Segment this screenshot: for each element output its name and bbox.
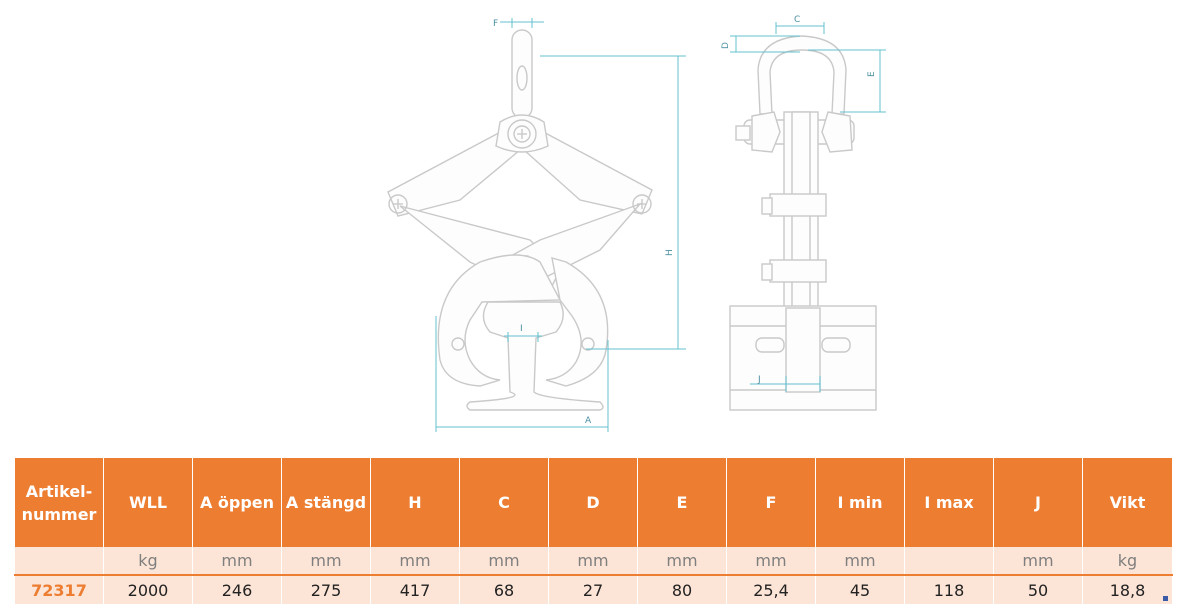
value-i-min: 45 [815,574,905,604]
dim-label-f: F [493,19,498,29]
value-artikelnummer: 72317 [14,574,104,604]
value-e: 80 [637,574,727,604]
unit-cell: mm [281,547,371,575]
header-f: F [726,458,816,547]
clamp-front-view [387,29,653,411]
header-e: E [637,458,727,547]
header-j: J [993,458,1083,547]
table-units-row: kg mm mm mm mm mm mm mm mm mm kg [14,547,1173,575]
dim-label-d: D [721,42,731,49]
unit-cell: kg [1082,547,1173,575]
dim-label-c: C [794,15,800,25]
value-wll: 2000 [103,574,193,604]
unit-cell: mm [548,547,638,575]
header-h: H [370,458,460,547]
value-a-oppen: 246 [192,574,282,604]
dim-label-h: H [665,249,675,256]
dim-label-j: J [757,375,761,385]
unit-cell: kg [103,547,193,575]
header-a-oppen: A öppen [192,458,282,547]
dim-label-i: I [520,324,523,334]
side-dimensions: C D E J [721,15,886,392]
value-c: 68 [459,574,549,604]
unit-cell: mm [993,547,1083,575]
spec-table: Artikel- nummer WLL A öppen A stängd H C… [14,458,1173,604]
unit-cell [904,547,994,575]
header-vikt: Vikt [1082,458,1173,547]
resize-handle[interactable] [1163,596,1168,601]
header-artikelnummer: Artikel- nummer [14,458,104,547]
value-i-max: 118 [904,574,994,604]
value-vikt: 18,8 [1082,574,1173,604]
unit-cell: mm [815,547,905,575]
dim-label-a: A [585,416,592,426]
value-j: 50 [993,574,1083,604]
dim-label-e: E [867,71,877,77]
header-wll: WLL [103,458,193,547]
header-a-stangd: A stängd [281,458,371,547]
unit-cell [14,547,104,575]
header-c: C [459,458,549,547]
value-f: 25,4 [726,574,816,604]
value-h: 417 [370,574,460,604]
unit-cell: mm [459,547,549,575]
header-i-max: I max [904,458,994,547]
table-row: 72317 2000 246 275 417 68 27 80 25,4 45 … [14,574,1173,604]
header-d: D [548,458,638,547]
header-i-min: I min [815,458,905,547]
unit-cell: mm [370,547,460,575]
clamp-side-view [729,35,877,411]
value-d: 27 [548,574,638,604]
front-dimensions: F H I A [435,18,686,432]
unit-cell: mm [637,547,727,575]
unit-cell: mm [192,547,282,575]
value-a-stangd: 275 [281,574,371,604]
table-header-row: Artikel- nummer WLL A öppen A stängd H C… [14,458,1173,547]
technical-drawing: F H I A [387,15,886,432]
unit-cell: mm [726,547,816,575]
